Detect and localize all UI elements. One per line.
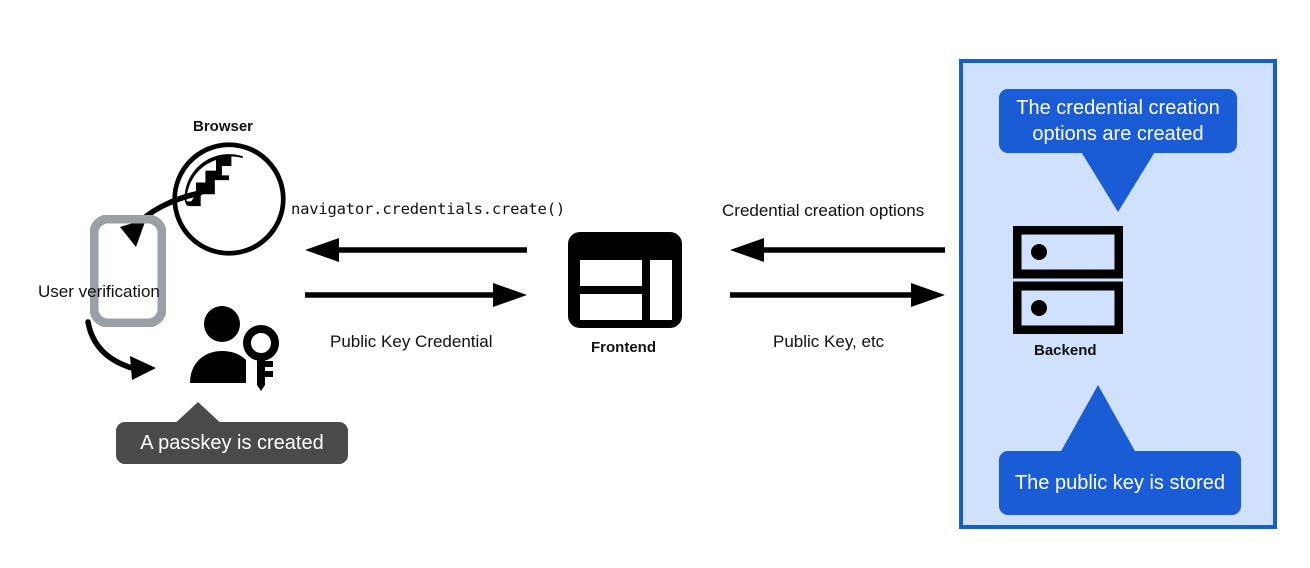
frontend-label: Frontend — [591, 339, 656, 356]
options-created-callout: The credential creation options are crea… — [999, 89, 1237, 153]
passkey-callout-pointer — [168, 402, 228, 428]
server-rack-icon — [1013, 226, 1123, 334]
person-with-key-icon — [188, 305, 284, 391]
backend-label: Backend — [1034, 342, 1097, 359]
browser-to-device-arrow — [100, 185, 210, 265]
public-key-credential-label: Public Key Credential — [330, 332, 493, 351]
credential-options-arrow-left — [730, 238, 945, 262]
browser-label: Browser — [193, 118, 254, 135]
public-key-credential-arrow-right — [305, 283, 527, 307]
options-callout-pointer — [1080, 150, 1156, 212]
device-to-user-arrow — [80, 318, 190, 388]
key-stored-callout: The public key is stored — [999, 451, 1241, 515]
credential-creation-options-label: Credential creation options — [722, 201, 925, 220]
public-key-etc-label: Public Key, etc — [773, 332, 885, 351]
globe-icon — [170, 140, 288, 258]
credential-create-arrow-left — [305, 238, 527, 262]
navigator-create-label: navigator.credentials.create() — [291, 200, 565, 218]
public-key-etc-arrow-right — [730, 283, 945, 307]
passkey-created-callout: A passkey is created — [116, 422, 348, 464]
mobile-phone-icon — [90, 215, 166, 327]
key-stored-callout-pointer — [1060, 385, 1136, 453]
user-verification-label: User verification — [38, 282, 160, 301]
webpage-layout-icon — [566, 230, 684, 330]
